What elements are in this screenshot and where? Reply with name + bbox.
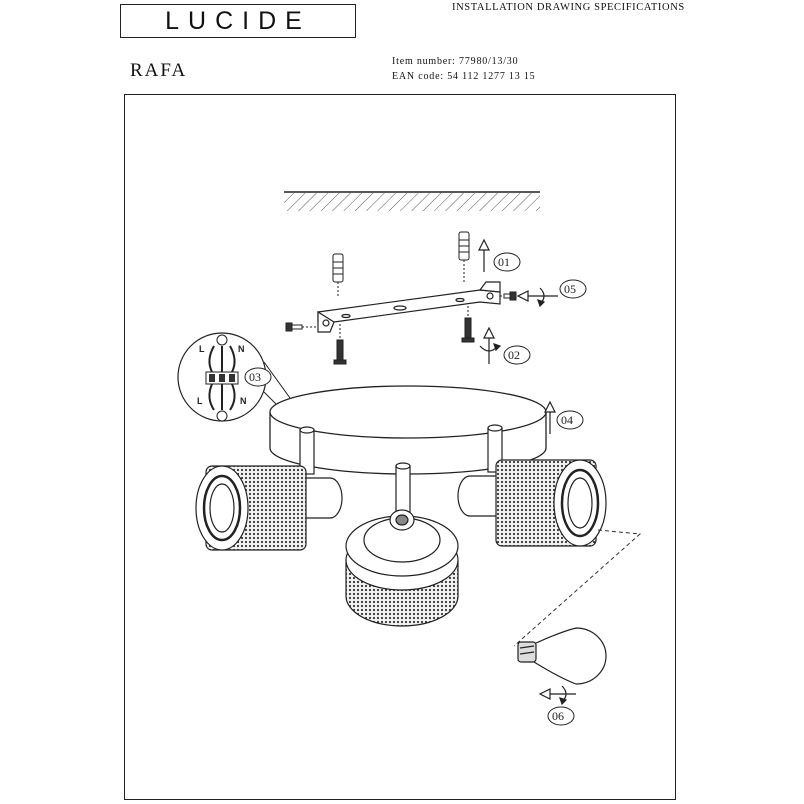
drawing-frame: [124, 94, 676, 800]
step-03-label: 03: [249, 370, 261, 384]
wire-label-live-top: L: [199, 344, 205, 354]
step-02-arrow: [479, 326, 502, 364]
step-01-badge: [493, 252, 521, 272]
side-screw-right: [500, 291, 517, 301]
brand-name: LUCIDE: [165, 7, 311, 35]
step-04-arrow: [544, 400, 556, 434]
spotlight-center: [345, 462, 459, 627]
document-title: INSTALLATION DRAWING SPECIFICATIONS: [452, 2, 685, 13]
step-05-label: 05: [564, 282, 576, 296]
step-06-arrow: [538, 685, 576, 706]
screw-right: [461, 306, 475, 343]
step-03-badge: [244, 367, 272, 387]
wall-plug-right: [458, 231, 470, 282]
step-02-badge: [503, 345, 531, 365]
wiring-detail: [177, 332, 291, 422]
side-screw-left: [285, 322, 318, 332]
ean-code: EAN code: 54 112 1277 13 15: [392, 71, 536, 82]
wire-label-neutral-bottom: N: [240, 396, 247, 406]
step-02-label: 02: [508, 348, 520, 362]
spotlight-right: [457, 424, 607, 547]
item-number: Item number: 77980/13/30: [392, 56, 519, 67]
ceiling: [284, 191, 540, 211]
ceiling-base: [269, 385, 547, 475]
wire-label-live-bottom: L: [197, 396, 203, 406]
mounting-bracket: [317, 281, 501, 333]
spotlight-left: [195, 426, 343, 551]
step-01-arrow: [478, 238, 490, 272]
step-05-badge: [559, 279, 587, 299]
step-04-badge: [556, 410, 584, 430]
product-name: RAFA: [130, 60, 188, 81]
step-01-label: 01: [498, 255, 510, 269]
light-bulb: [517, 627, 607, 685]
bulb-guide-lines: [513, 529, 642, 647]
step-05-arrow: [516, 287, 558, 308]
wire-label-neutral-top: N: [238, 344, 245, 354]
brand-logo: LUCIDE: [120, 4, 356, 38]
step-06-label: 06: [552, 709, 564, 723]
step-04-label: 04: [561, 413, 573, 427]
step-06-badge: [547, 706, 575, 726]
screw-left: [333, 324, 347, 365]
wall-plug-left: [332, 253, 344, 296]
